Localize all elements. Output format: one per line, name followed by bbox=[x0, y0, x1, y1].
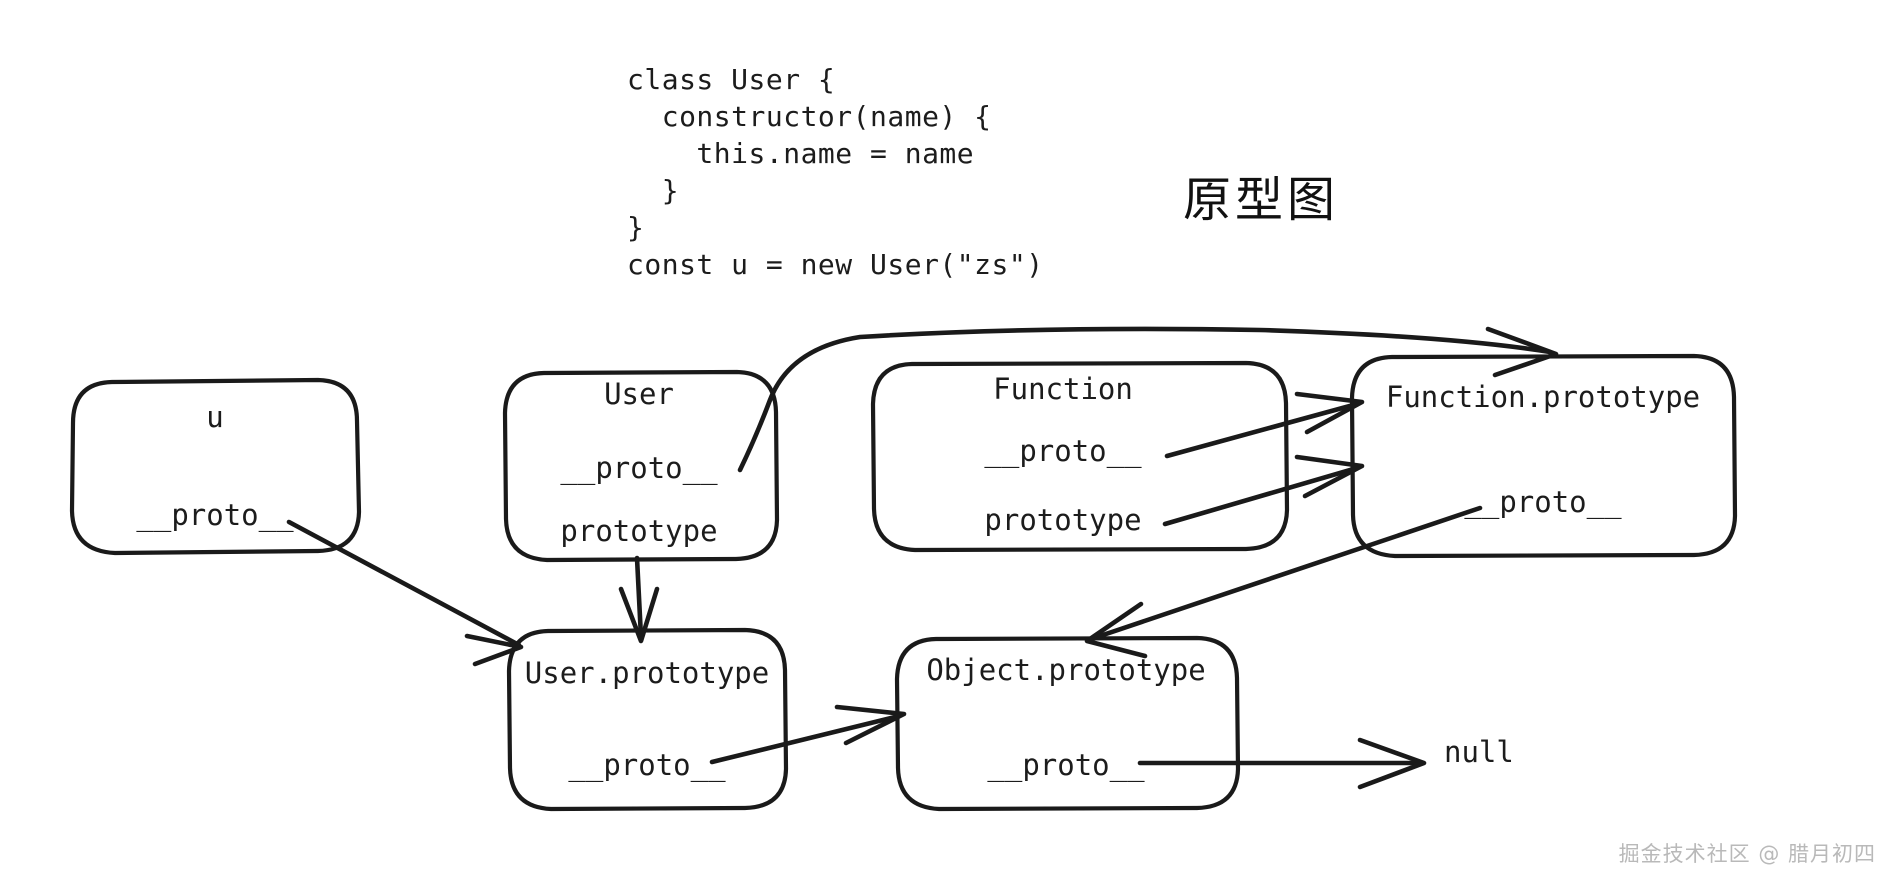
box-function[interactable]: Function __proto__ prototype bbox=[870, 360, 1290, 553]
box-object-prototype[interactable]: Object.prototype __proto__ bbox=[894, 635, 1241, 812]
box-user-prototype[interactable]: User.prototype __proto__ bbox=[506, 627, 789, 812]
edge-object-prototype-proto-to-null bbox=[1137, 737, 1427, 790]
edge-user-prototype-to-user-prototype-box bbox=[618, 555, 660, 644]
box-function-outline bbox=[870, 360, 1290, 553]
box-user-field-proto: __proto__ bbox=[560, 451, 718, 486]
box-user[interactable]: User __proto__ prototype bbox=[502, 369, 780, 563]
box-u-title: u bbox=[206, 400, 223, 434]
edge-function-proto-to-function-prototype bbox=[1164, 391, 1365, 459]
box-u[interactable]: u __proto__ bbox=[69, 377, 362, 556]
box-function-prototype-title: Function.prototype bbox=[1386, 380, 1700, 414]
box-function-title: Function bbox=[993, 372, 1133, 406]
box-function-prototype-field-proto: __proto__ bbox=[1464, 485, 1622, 520]
edge-u-proto-to-user-prototype bbox=[286, 519, 524, 667]
box-u-outline bbox=[69, 377, 362, 556]
edge-user-prototype-proto-to-object-prototype bbox=[709, 704, 907, 765]
box-function-prototype-outline bbox=[1349, 353, 1738, 559]
code-snippet: class User { constructor(name) { this.na… bbox=[627, 63, 1044, 281]
diagram-title: 原型图 bbox=[1183, 172, 1340, 228]
box-user-prototype-field-proto: __proto__ bbox=[568, 748, 726, 783]
box-object-prototype-outline bbox=[894, 635, 1241, 812]
box-function-field-prototype: prototype bbox=[984, 503, 1141, 537]
null-label: null bbox=[1444, 735, 1514, 769]
edge-user-proto-to-function-prototype bbox=[737, 326, 1559, 473]
box-function-prototype[interactable]: Function.prototype __proto__ bbox=[1349, 353, 1738, 559]
box-object-prototype-title: Object.prototype bbox=[926, 653, 1205, 687]
watermark: 掘金技术社区 @ 腊月初四 bbox=[1618, 842, 1876, 866]
box-user-prototype-title: User.prototype bbox=[525, 656, 769, 690]
box-user-field-prototype: prototype bbox=[560, 514, 717, 548]
box-user-title: User bbox=[604, 377, 674, 411]
edge-function-prototype-proto-to-object-prototype bbox=[1084, 505, 1483, 659]
edge-function-prototype-to-function-prototype-box bbox=[1162, 454, 1365, 527]
box-object-prototype-field-proto: __proto__ bbox=[987, 748, 1145, 783]
box-user-outline bbox=[502, 369, 780, 563]
box-user-prototype-outline bbox=[506, 627, 789, 812]
box-u-field-proto: __proto__ bbox=[136, 498, 294, 533]
box-function-field-proto: __proto__ bbox=[984, 434, 1142, 469]
